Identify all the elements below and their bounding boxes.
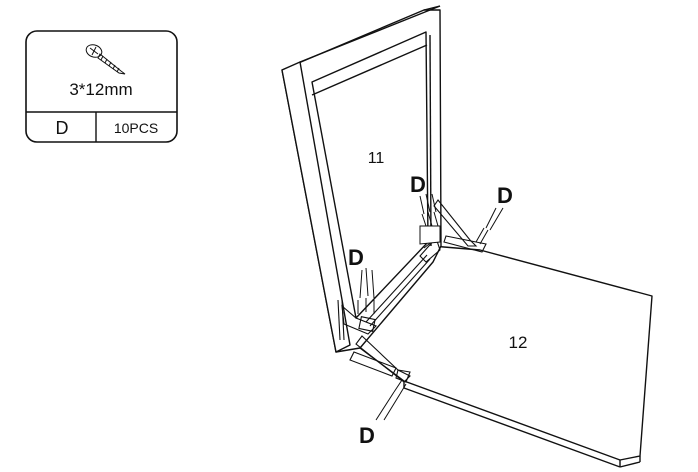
- callout-d-left: D: [348, 245, 364, 270]
- screw-icon: [85, 44, 126, 75]
- screw-size-label: 3*12mm: [69, 80, 132, 99]
- upright-panel: [281, 5, 442, 353]
- hinge-brackets: [337, 199, 487, 383]
- hardware-parts-box: 3*12mm D 10PCS: [25, 30, 178, 143]
- screw-group-top: [419, 193, 441, 245]
- callout-d-top-right: D: [497, 183, 513, 208]
- screw-group-bottom: [375, 379, 407, 421]
- screw-group-right: [475, 207, 504, 245]
- part-letter-label: D: [56, 118, 69, 138]
- base-panel-number: 12: [509, 333, 528, 352]
- quantity-label: 10PCS: [114, 120, 158, 136]
- callout-d-bottom: D: [359, 423, 375, 448]
- callout-d-top-center: D: [410, 172, 426, 197]
- upright-panel-number: 11: [368, 150, 385, 167]
- screw-group-left: [357, 267, 375, 314]
